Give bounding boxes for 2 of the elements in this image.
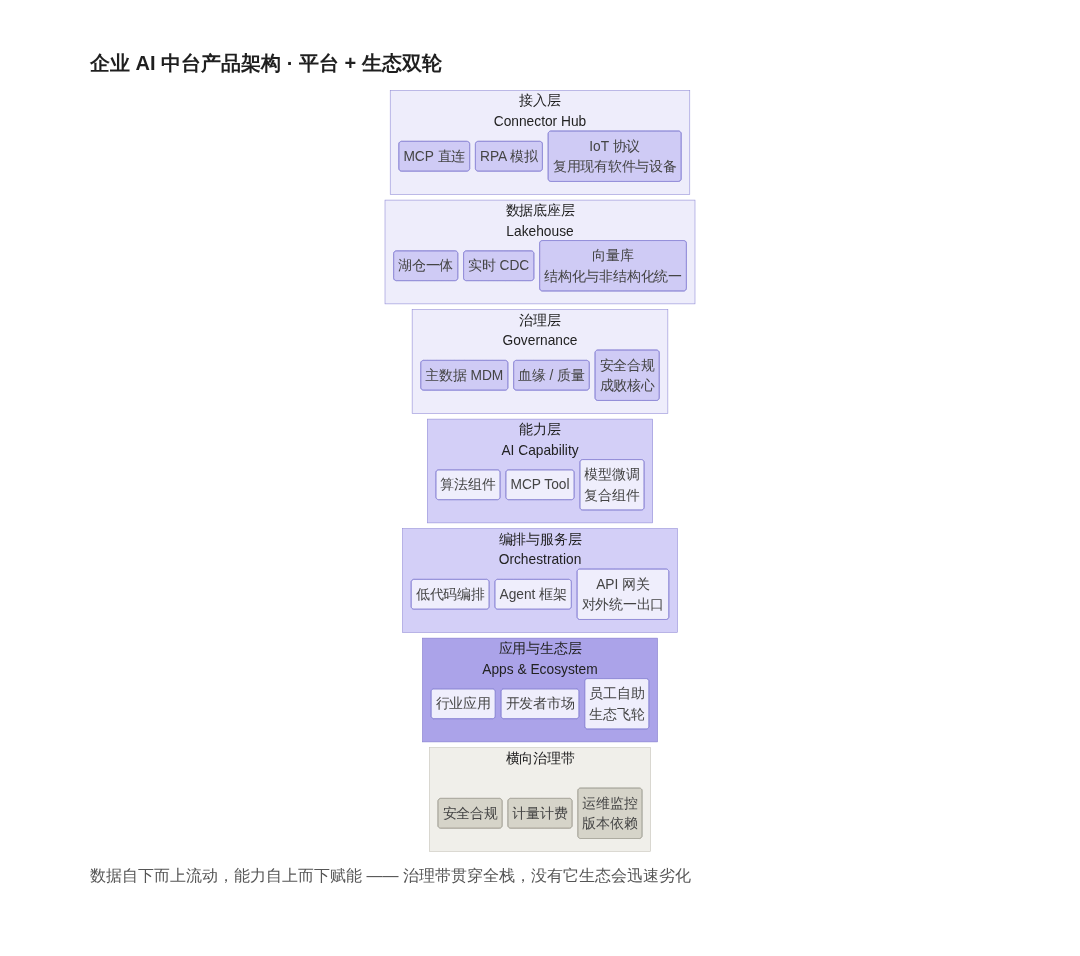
diagram-title: 企业 AI 中台产品架构 · 平台 + 生态双轮 [90,51,442,76]
caption: 数据自下而上流动，能力自上而下赋能 —— 治理带贯穿全栈，没有它生态会迅速劣化 [90,866,691,886]
